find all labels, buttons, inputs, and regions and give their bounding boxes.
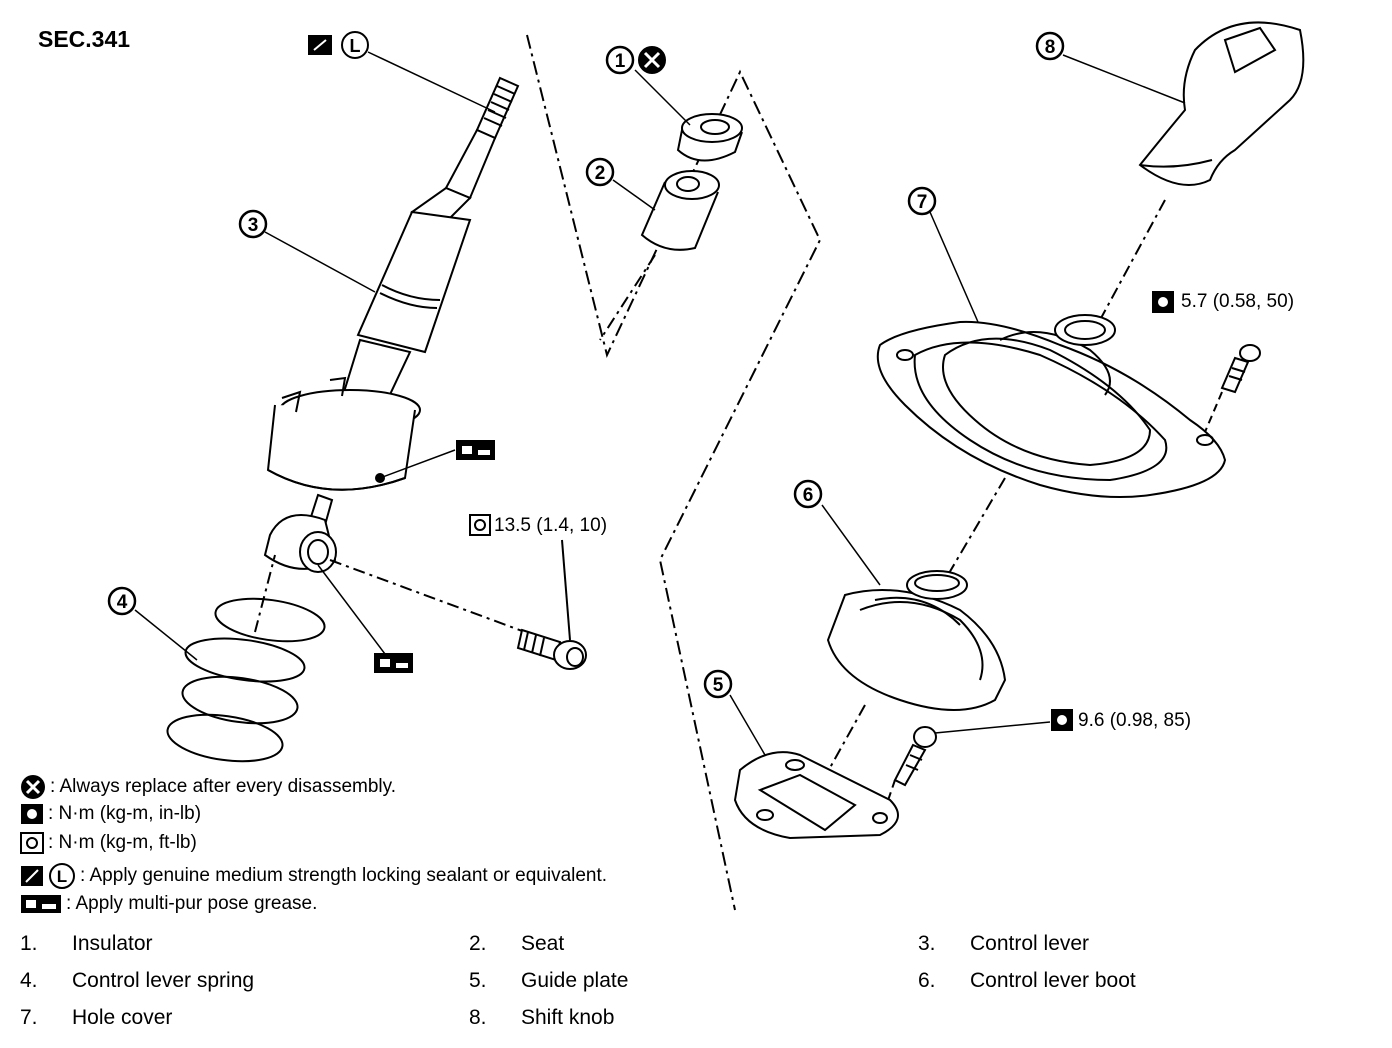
callout-3: 3 [238,209,268,239]
torque-icon [20,832,44,854]
grease-icon [21,895,61,913]
svg-text:5: 5 [713,675,724,696]
grease-icon [456,440,495,460]
svg-text:1: 1 [615,51,626,72]
svg-text:6: 6 [803,485,814,506]
legend-torque-inlb: : N·m (kg-m, in-lb) [20,803,201,825]
legend-grease: : Apply multi-pur pose grease. [20,893,317,915]
group-outline-1 [526,34,822,911]
axis-line-parts-1-2 [599,254,656,341]
callout-5: 5 [703,669,733,699]
legend-torque-inlb-text: : N·m (kg-m, in-lb) [48,803,202,824]
control-lever-spring-shape [166,554,326,763]
locking-sealant-L-icon: L [341,31,369,59]
locking-sealant-L-icon: L [49,863,75,889]
legend-sealant-text: : Apply genuine medium strength locking … [80,865,608,886]
locking-letter: L [350,36,361,56]
callout-7: 7 [907,186,937,216]
locking-letter: L [57,867,67,886]
callout-2: 2 [585,157,615,187]
callout-4: 4 [107,586,137,616]
svg-text:7: 7 [917,192,928,213]
torque-value-hole-cover-bolt: 5.7 (0.58, 50) [1181,291,1295,312]
legend-torque-ftlb: : N·m (kg-m, ft-lb) [20,832,197,854]
hole-cover-bolt-shape [1204,344,1261,433]
svg-text:2: 2 [595,163,606,184]
legend-replace-text: : Always replace after every disassembly… [50,776,397,797]
svg-text:4: 4 [117,592,128,613]
torque-value-boot-bolt: 9.6 (0.98, 85) [1078,710,1192,731]
torque-icon [469,514,491,536]
torque-icon [1152,291,1174,313]
legend-grease-text: : Apply multi-pur pose grease. [66,893,318,914]
svg-text:8: 8 [1045,37,1056,58]
torque-icon [1051,709,1073,731]
replace-icon [21,775,45,799]
shift-knob-shape [1099,21,1305,321]
control-lever-shape [263,76,520,573]
sealant-icon [21,866,43,886]
grease-icon [374,653,413,673]
torque-value-pin-bolt: 13.5 (1.4, 10) [494,515,608,536]
pin-bolt-shape [329,539,587,670]
insulator-shape [676,113,743,162]
control-lever-boot-shape [811,570,1007,801]
seat-shape [640,170,720,251]
callout-6: 6 [793,479,823,509]
replace-icon [638,46,666,74]
torque-icon [21,804,43,824]
section-label: SEC.341 [38,26,131,52]
legend-replace: : Always replace after every disassembly… [20,774,396,800]
hole-cover-shape [876,314,1227,581]
svg-text:3: 3 [248,215,259,236]
legend-torque-ftlb-text: : N·m (kg-m, ft-lb) [48,832,197,853]
leader-lines [134,51,1186,756]
callout-8: 8 [1035,31,1065,61]
legend-sealant: L : Apply genuine medium strength lockin… [20,862,607,890]
callout-1: 1 [605,45,635,75]
guide-plate-shape [733,751,899,840]
boot-bolt-shape [882,726,937,816]
sealant-icon [308,35,332,55]
